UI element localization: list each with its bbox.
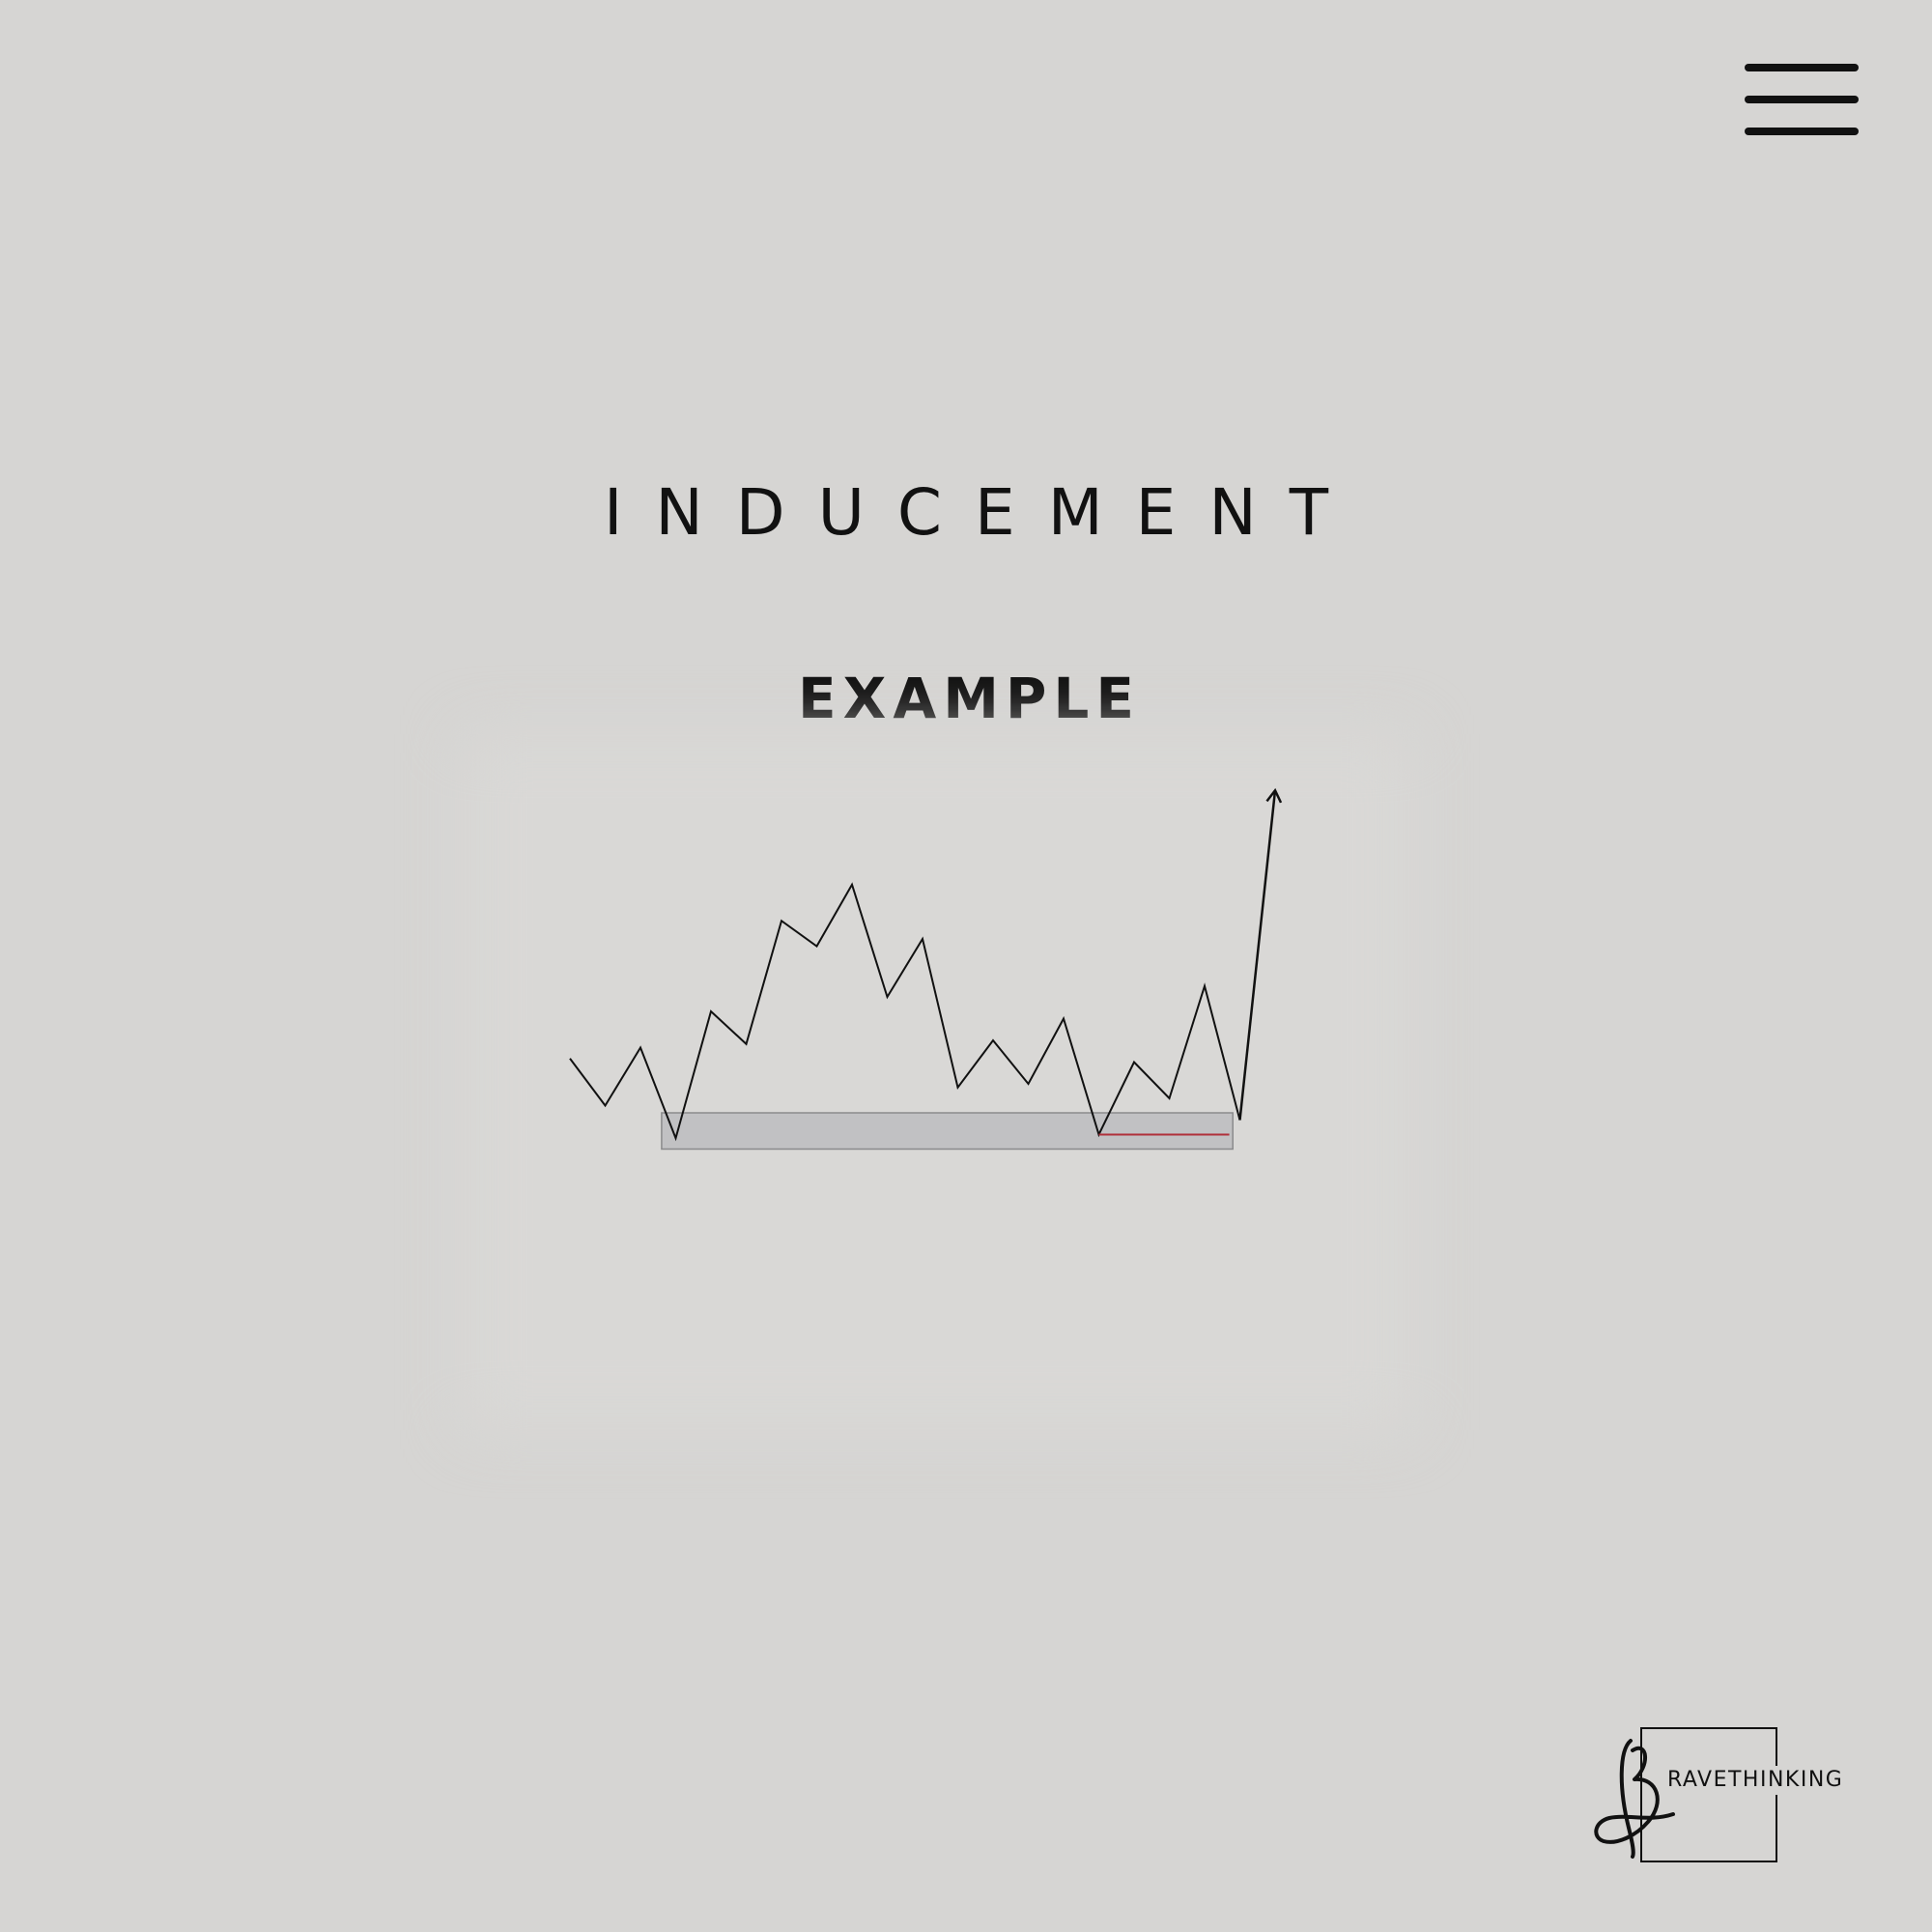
brand-logo: RAVETHINKING: [1590, 1721, 1870, 1866]
diagram-backdrop: [464, 734, 1410, 1430]
demand-zone: [661, 1112, 1234, 1151]
menu-bar-top: [1745, 64, 1859, 71]
menu-bar-middle: [1745, 96, 1859, 103]
hamburger-menu-button[interactable]: [1741, 60, 1862, 143]
breakout-arrow-line: [1238, 790, 1277, 1121]
arrow-up-icon: [1265, 787, 1283, 804]
page-subtitle: EXAMPLE: [797, 666, 1142, 731]
brand-name: RAVETHINKING: [1665, 1766, 1846, 1795]
menu-bar-bottom: [1745, 128, 1859, 135]
logo-frame: [1640, 1727, 1777, 1862]
signature-b-logo-icon: [1594, 1739, 1675, 1859]
page-title: INDUCEMENT: [603, 475, 1362, 550]
price-path-line: [569, 882, 1241, 1142]
